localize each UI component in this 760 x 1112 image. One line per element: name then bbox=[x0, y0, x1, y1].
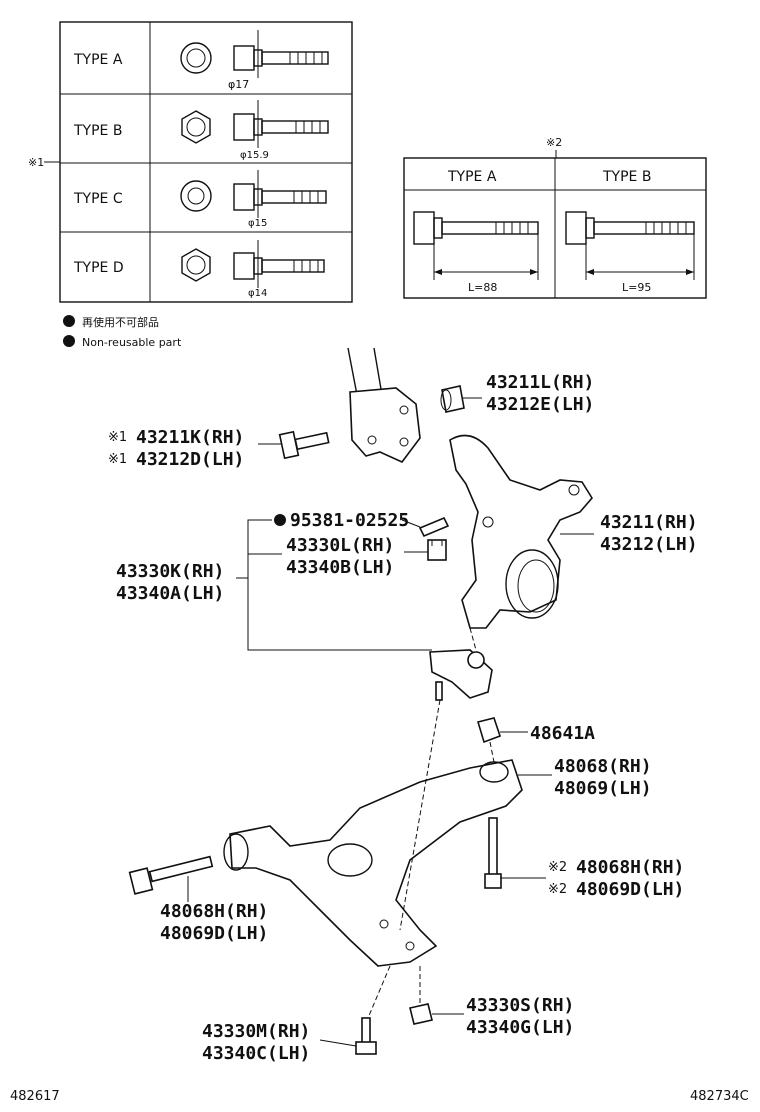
type-table-1: ※1 TYPE A TYPE B TYPE C TYPE D φ17 bbox=[28, 21, 353, 303]
label-48069d-lh: 48069D(LH) bbox=[576, 879, 684, 900]
nut-48641a-icon bbox=[476, 717, 502, 744]
label-48069d-left-lh: 48069D(LH) bbox=[160, 923, 268, 944]
non-reusable-dot-icon bbox=[63, 335, 75, 347]
part-label-48068h-right: ※2 48068H(RH) ※2 48069D(LH) bbox=[548, 857, 684, 900]
legend: 再使用不可部品 Non-reusable part bbox=[63, 315, 182, 349]
lower-arm-drawing bbox=[223, 759, 523, 967]
table1-dim-a: φ17 bbox=[228, 78, 249, 91]
table1-type-c: TYPE C bbox=[73, 191, 123, 207]
bolt-type-a-icon bbox=[180, 30, 329, 78]
table2-mark: ※2 bbox=[546, 136, 562, 149]
part-label-48068h-left: 48068H(RH) 48069D(LH) bbox=[160, 901, 268, 944]
nut-43330s-icon bbox=[409, 1003, 433, 1025]
label-43340b-lh: 43340B(LH) bbox=[286, 557, 394, 578]
label-48068h-mark: ※2 bbox=[548, 860, 567, 875]
type-table-2: ※2 TYPE A TYPE B L=88 bbox=[403, 136, 707, 299]
bolt-48068h-right-icon bbox=[484, 817, 502, 889]
non-reusable-dot-icon bbox=[274, 514, 286, 526]
table1-type-a: TYPE A bbox=[73, 52, 123, 68]
label-48068-rh: 48068(RH) bbox=[554, 756, 652, 777]
label-43340a-lh: 43340A(LH) bbox=[116, 583, 224, 604]
label-43212d-lh: 43212D(LH) bbox=[136, 449, 244, 470]
ball-joint-drawing bbox=[429, 649, 493, 701]
legend-jp: 再使用不可部品 bbox=[82, 315, 159, 329]
label-48068h-left-rh: 48068H(RH) bbox=[160, 901, 268, 922]
table1-dim-b: φ15.9 bbox=[240, 150, 269, 161]
part-label-48068: 48068(RH) 48069(LH) bbox=[554, 756, 652, 799]
table1-dim-c: φ15 bbox=[248, 218, 267, 229]
non-reusable-dot-icon bbox=[63, 315, 75, 327]
part-label-43330m: 43330M(RH) 43340C(LH) bbox=[202, 1021, 310, 1064]
part-label-48641a: 48641A bbox=[530, 723, 595, 744]
bolt-43211k-icon bbox=[278, 430, 330, 460]
table1-dim-d: φ14 bbox=[248, 288, 267, 299]
bolt-43330m-icon bbox=[355, 1017, 377, 1055]
label-43211k-rh: 43211K(RH) bbox=[136, 427, 244, 448]
table2-type-a: TYPE A bbox=[447, 169, 497, 185]
label-43212e-lh: 43212E(LH) bbox=[486, 394, 594, 415]
part-label-43330k: 43330K(RH) 43340A(LH) bbox=[116, 561, 224, 604]
footer-right-code: 482734C bbox=[690, 1089, 749, 1104]
table2-dim-b: L=95 bbox=[622, 281, 651, 294]
castle-nut-43330l-icon bbox=[427, 539, 447, 561]
nut-43211l-icon bbox=[440, 385, 465, 413]
long-bolt-type-b-icon bbox=[565, 211, 695, 280]
bolt-48068h-left-icon bbox=[128, 855, 214, 895]
label-43211l-rh: 43211L(RH) bbox=[486, 372, 594, 393]
part-label-43211k: ※1 43211K(RH) ※1 43212D(LH) bbox=[108, 427, 244, 470]
footer-left-code: 482617 bbox=[10, 1089, 60, 1104]
table2-dim-a: L=88 bbox=[468, 281, 497, 294]
table1-mark: ※1 bbox=[28, 156, 44, 169]
bolt-type-d-icon bbox=[181, 240, 325, 288]
label-43330s-rh: 43330S(RH) bbox=[466, 995, 574, 1016]
table1-type-b: TYPE B bbox=[73, 123, 122, 139]
leader-lines bbox=[187, 397, 594, 1047]
table1-type-d: TYPE D bbox=[73, 260, 124, 276]
part-label-43211l: 43211L(RH) 43212E(LH) bbox=[486, 372, 594, 415]
part-label-43330s: 43330S(RH) 43340G(LH) bbox=[466, 995, 574, 1038]
strut-drawing bbox=[347, 347, 421, 463]
label-48641a: 48641A bbox=[530, 723, 595, 744]
legend-en: Non-reusable part bbox=[82, 336, 182, 349]
label-43211-rh: 43211(RH) bbox=[600, 512, 698, 533]
label-43340c-lh: 43340C(LH) bbox=[202, 1043, 310, 1064]
label-43340g-lh: 43340G(LH) bbox=[466, 1017, 574, 1038]
label-48068h-rh: 48068H(RH) bbox=[576, 857, 684, 878]
steering-knuckle-drawing bbox=[449, 434, 593, 629]
label-48069d-mark: ※2 bbox=[548, 882, 567, 897]
label-43211k-mark: ※1 bbox=[108, 430, 127, 445]
part-label-43211: 43211(RH) 43212(LH) bbox=[600, 512, 698, 555]
label-43330l-rh: 43330L(RH) bbox=[286, 535, 394, 556]
table2-type-b: TYPE B bbox=[602, 169, 651, 185]
part-label-43330l: 43330L(RH) 43340B(LH) bbox=[286, 535, 394, 578]
bolt-type-c-icon bbox=[180, 170, 327, 218]
long-bolt-type-a-icon bbox=[413, 211, 539, 280]
assembly-lines bbox=[367, 627, 495, 1019]
bolt-type-b-icon bbox=[181, 100, 329, 148]
label-43330m-rh: 43330M(RH) bbox=[202, 1021, 310, 1042]
label-48069-lh: 48069(LH) bbox=[554, 778, 652, 799]
part-label-95381: 95381-02525 bbox=[274, 510, 409, 531]
label-43212-lh: 43212(LH) bbox=[600, 534, 698, 555]
label-95381: 95381-02525 bbox=[290, 510, 409, 531]
label-43212d-mark: ※1 bbox=[108, 452, 127, 467]
cotter-pin-icon bbox=[418, 516, 450, 538]
label-43330k-rh: 43330K(RH) bbox=[116, 561, 224, 582]
